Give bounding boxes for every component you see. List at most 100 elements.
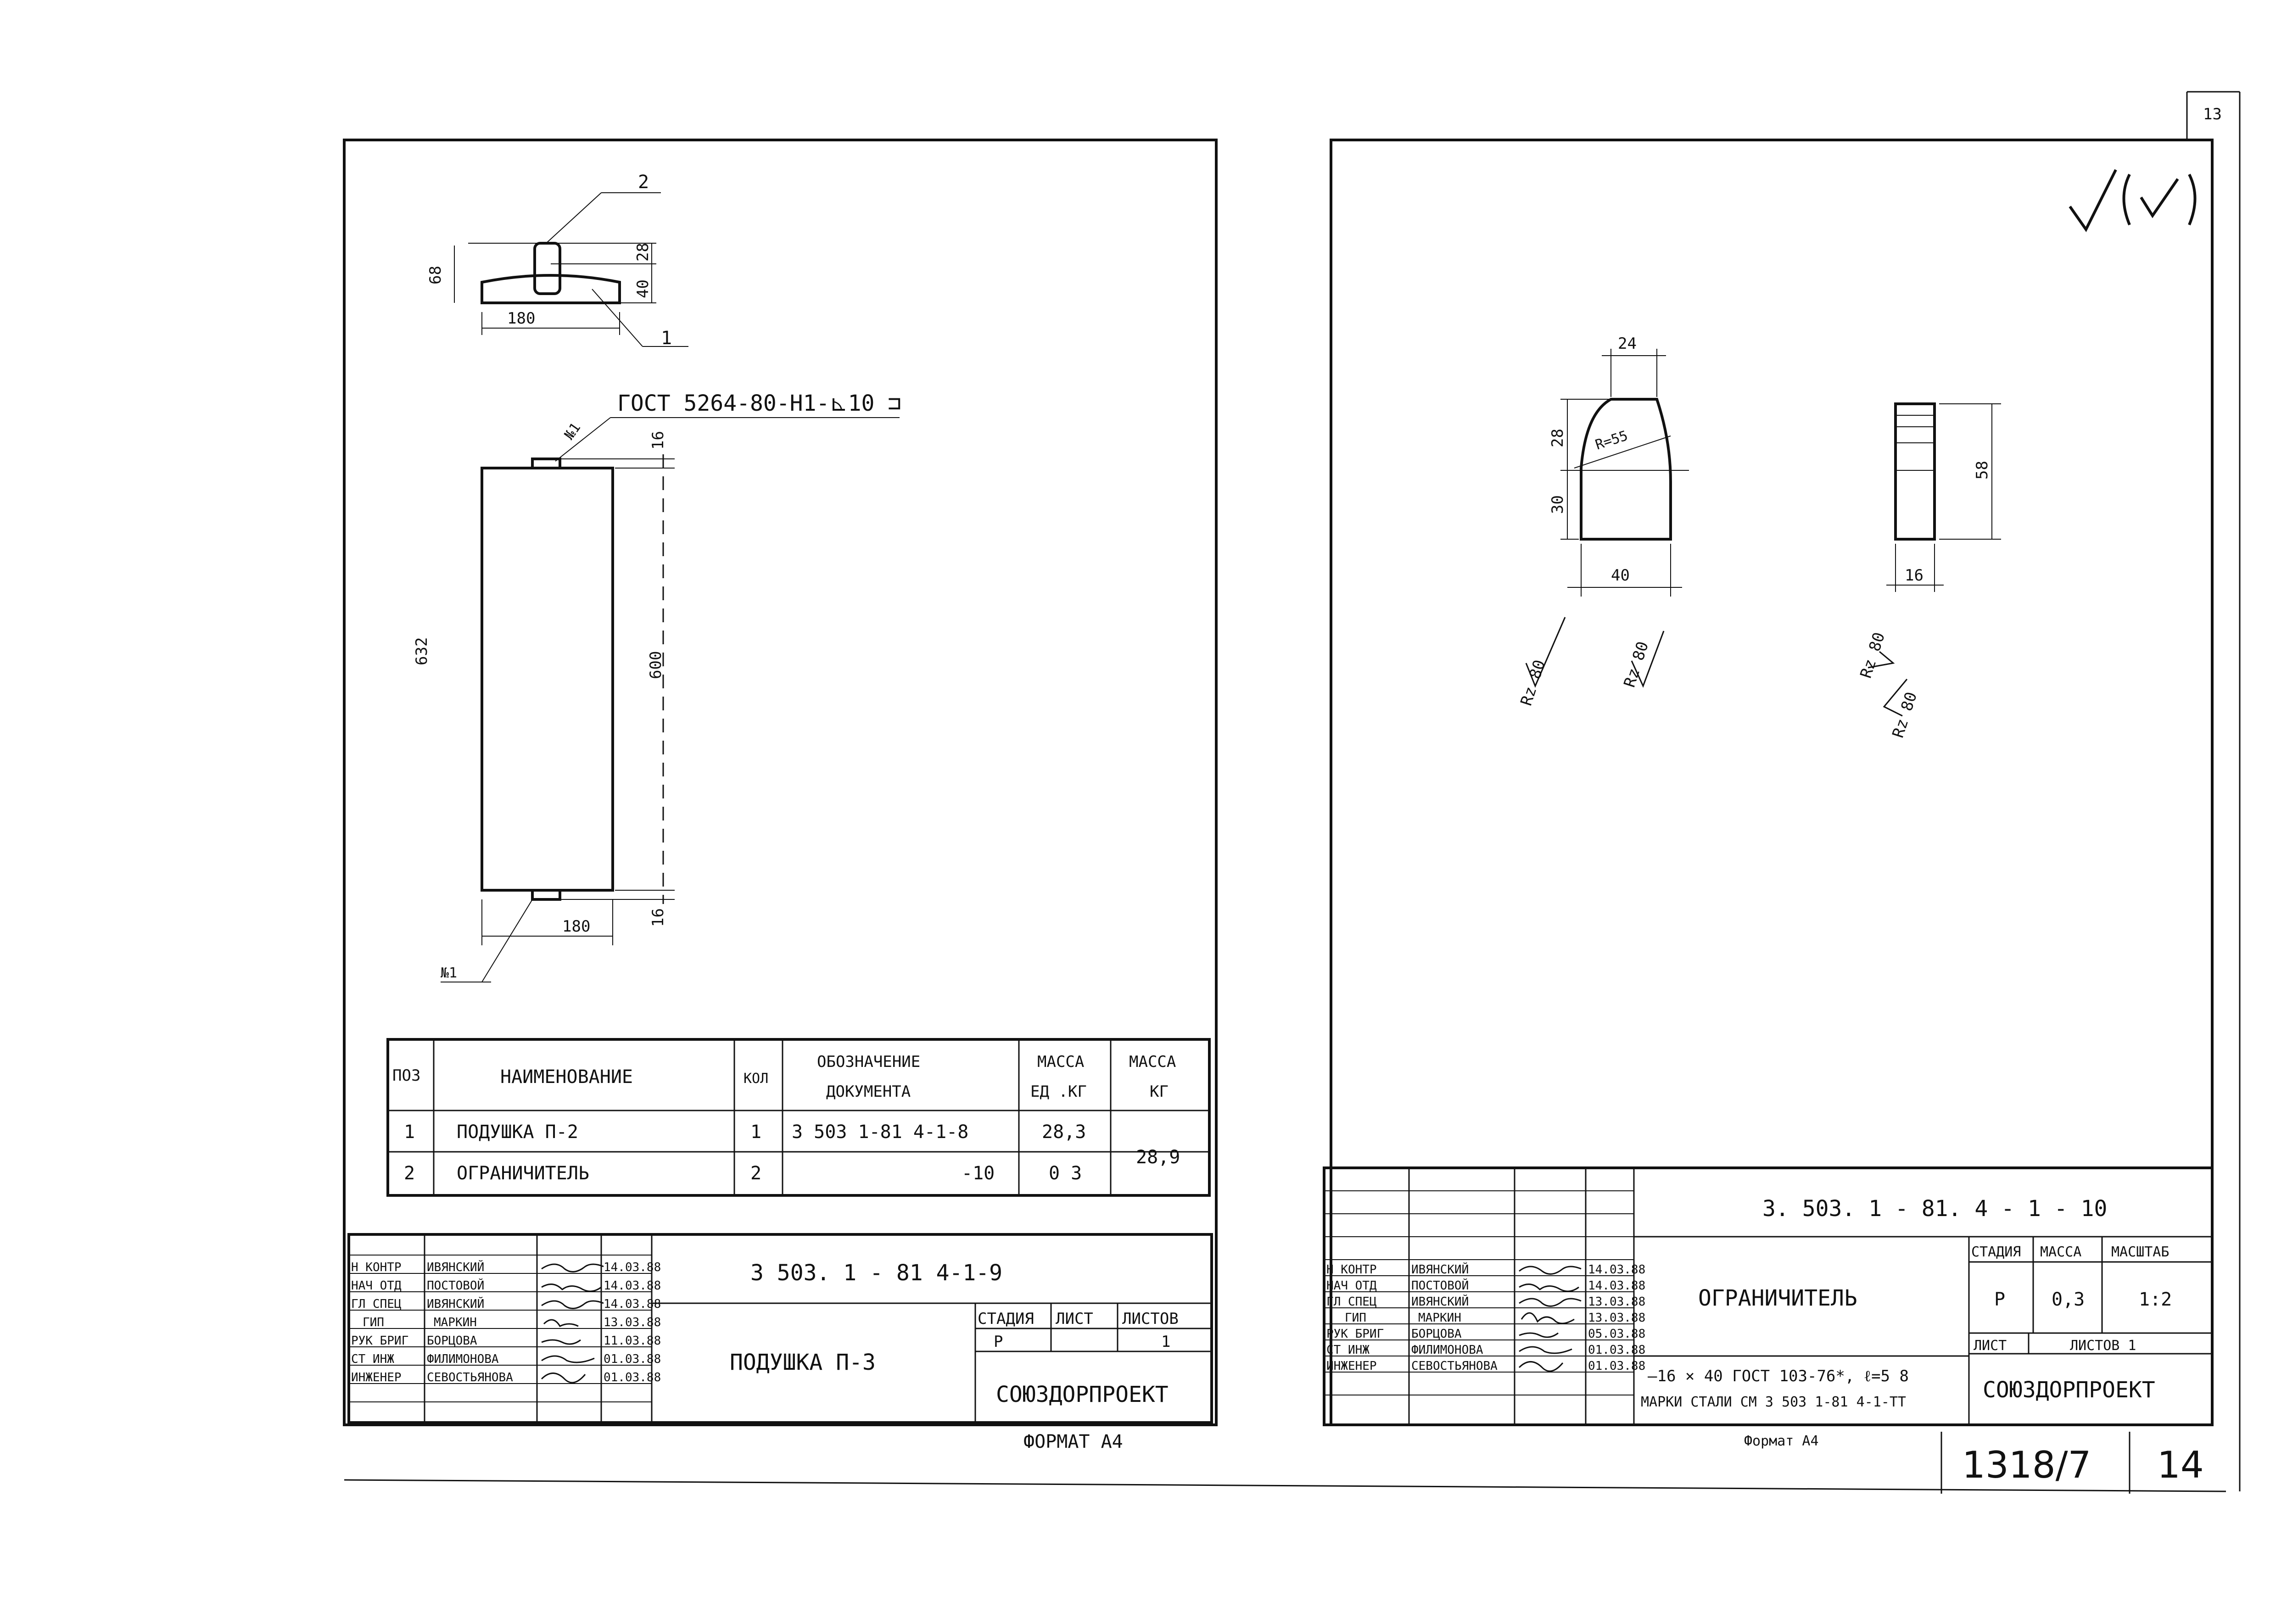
- roughness-1: Rz 80: [1517, 658, 1549, 708]
- left-name-1: ПОСТОВОЙ: [427, 1278, 484, 1293]
- right-format-label: Формат А4: [1744, 1433, 1819, 1449]
- left-sheet-frame: [343, 139, 1218, 1426]
- left-sheet: 68 40 28 180 2 1 ГОСТ 5264-80-Н1-⊾10 ⊐ №…: [343, 139, 2226, 1492]
- left-org: СОЮЗДОРПРОЕКТ: [996, 1382, 1169, 1407]
- left-sheets: 1: [1161, 1333, 1170, 1351]
- left-role-3: ГИП: [363, 1316, 384, 1329]
- right-stage: Р: [1994, 1289, 2005, 1310]
- left-name-3: МАРКИН: [434, 1316, 477, 1329]
- spec-row2-mass-unit: 0 3: [1049, 1163, 1082, 1184]
- archive-stamp: 1318/7 14: [1940, 1432, 2204, 1494]
- dim-16-right: 16: [1905, 566, 1924, 585]
- spec-header-mass-unit-1: МАССА: [1037, 1053, 1084, 1071]
- spec-table: ПОЗ НАИМЕНОВАНИЕ КОЛ ОБОЗНАЧЕНИЕ ДОКУМЕН…: [386, 1038, 1211, 1197]
- dim-180-bot: 180: [562, 917, 590, 936]
- left-date-2: 14.03.88: [604, 1297, 661, 1311]
- spec-row1-pos: 1: [404, 1122, 415, 1143]
- dim-28-right: 28: [1549, 429, 1567, 447]
- right-mass-header: МАССА: [2040, 1244, 2081, 1260]
- spec-mass-total: 28,9: [1136, 1147, 1180, 1168]
- left-name-4: БОРЦОВА: [427, 1334, 477, 1348]
- right-name-4: БОРЦОВА: [1411, 1327, 1462, 1341]
- right-role-0: Н КОНТР: [1326, 1263, 1377, 1277]
- left-top-view: 68 40 28 180 2 1: [426, 172, 688, 349]
- dim-radius: R=55: [1594, 428, 1630, 453]
- left-stage: Р: [994, 1333, 1003, 1351]
- right-role-4: РУК БРИГ: [1326, 1327, 1384, 1341]
- spec-header-mass-2: КГ: [1150, 1083, 1169, 1101]
- right-date-3: 13.03.88: [1588, 1311, 1645, 1325]
- right-signatures: [1518, 1266, 1582, 1372]
- dim-58: 58: [1973, 461, 1991, 480]
- dim-16-top: 16: [649, 431, 667, 450]
- dim-600: 600: [647, 651, 665, 679]
- roughness-marks-left: Rz 80 Rz 80: [1517, 617, 1665, 708]
- spec-row2-pos: 2: [404, 1163, 415, 1184]
- right-sheet-frame: [1330, 139, 2214, 1426]
- right-material-2: МАРКИ СТАЛИ СМ 3 503 1-81 4-1-ТТ: [1641, 1394, 1906, 1410]
- right-date-5: 01.03.88: [1588, 1343, 1645, 1357]
- left-role-6: ИНЖЕНЕР: [351, 1371, 402, 1384]
- left-date-0: 14.03.88: [604, 1261, 661, 1274]
- right-stage-header: СТАДИЯ: [1971, 1244, 2021, 1260]
- left-title-block: 3 503. 1 - 81 4-1-9 ПОДУШКА П-3 СОЮЗДОРП…: [347, 1233, 1213, 1424]
- right-sheets-label: ЛИСТОВ 1: [2070, 1338, 2136, 1354]
- right-role-3: ГИП: [1345, 1311, 1366, 1325]
- dim-40: 40: [634, 279, 652, 298]
- right-date-0: 14.03.88: [1588, 1263, 1645, 1277]
- spec-header-pos: ПОЗ: [392, 1066, 420, 1085]
- dim-30: 30: [1549, 495, 1567, 514]
- right-name-6: СЕВОСТЬЯНОВА: [1411, 1359, 1498, 1373]
- callout-n1-bot: №1: [441, 965, 457, 981]
- right-name-0: ИВЯНСКИЙ: [1411, 1262, 1469, 1277]
- right-drawing-title: ОГРАНИЧИТЕЛЬ: [1698, 1285, 1857, 1311]
- dim-68: 68: [426, 266, 445, 285]
- dim-632: 632: [413, 637, 431, 665]
- right-mass: 0,3: [2052, 1289, 2085, 1310]
- left-doc-code: 3 503. 1 - 81 4-1-9: [750, 1260, 1002, 1286]
- stamp-number: 1318/7: [1962, 1444, 2091, 1486]
- left-sheet-header: ЛИСТ: [1056, 1310, 1093, 1328]
- left-date-5: 01.03.88: [604, 1352, 661, 1366]
- left-date-1: 14.03.88: [604, 1279, 661, 1293]
- right-sheet: 13 24 28 30 40 R=55: [1323, 91, 2241, 1494]
- spec-row2-name: ОГРАНИЧИТЕЛЬ: [457, 1163, 589, 1184]
- spec-row1-doc: 3 503 1-81 4-1-8: [792, 1122, 968, 1143]
- right-name-2: ИВЯНСКИЙ: [1411, 1294, 1469, 1309]
- spec-header-mass-1: МАССА: [1129, 1053, 1176, 1071]
- right-role-1: НАЧ ОТД: [1326, 1279, 1377, 1293]
- dim-40-right: 40: [1611, 566, 1630, 585]
- dim-24: 24: [1618, 335, 1637, 353]
- right-scale: 1:2: [2139, 1289, 2172, 1310]
- left-main-view: 16 632 600 16 180 №1: [413, 431, 675, 982]
- left-name-6: СЕВОСТЬЯНОВА: [427, 1371, 513, 1384]
- callout-1: 1: [661, 328, 672, 349]
- right-material-1: —16 × 40 ГОСТ 103-76*, ℓ=5 8: [1648, 1367, 1909, 1385]
- left-stage-header: СТАДИЯ: [978, 1310, 1034, 1328]
- roughness-marks-right: Rz 80 Rz 80: [1857, 630, 1921, 740]
- check-mark: [2069, 169, 2197, 232]
- right-date-1: 14.03.88: [1588, 1279, 1645, 1293]
- left-role-0: Н КОНТР: [351, 1261, 402, 1274]
- roughness-4: Rz 80: [1889, 690, 1921, 740]
- corner-number: 13: [2203, 105, 2222, 123]
- callout-n1-top: №1: [561, 420, 584, 443]
- dim-16-bot: 16: [649, 908, 667, 927]
- left-format-label: ФОРМАТ А4: [1023, 1431, 1123, 1452]
- spec-header-name: НАИМЕНОВАНИЕ: [500, 1066, 633, 1088]
- right-role-6: ИНЖЕНЕР: [1326, 1359, 1377, 1373]
- right-title-block: 3. 503. 1 - 81. 4 - 1 - 10 ОГРАНИЧИТЕЛЬ …: [1323, 1166, 2214, 1426]
- dim-28: 28: [634, 243, 652, 262]
- left-drawing-title: ПОДУШКА П-3: [730, 1350, 876, 1375]
- roughness-2: Rz 80: [1621, 639, 1653, 690]
- left-date-4: 11.03.88: [604, 1334, 661, 1348]
- left-sheets-header: ЛИСТОВ: [1122, 1310, 1179, 1328]
- left-name-2: ИВЯНСКИЙ: [427, 1296, 484, 1311]
- callout-2: 2: [638, 172, 649, 193]
- weld-note: ГОСТ 5264-80-Н1-⊾10 ⊐ №1: [555, 391, 901, 462]
- right-date-2: 13.03.88: [1588, 1295, 1645, 1309]
- right-scale-header: МАСШТАБ: [2111, 1244, 2169, 1260]
- right-role-5: СТ ИНЖ: [1326, 1343, 1370, 1357]
- stamp-page: 14: [2157, 1444, 2204, 1486]
- right-front-view: 24 28 30 40 R=55: [1549, 335, 1689, 597]
